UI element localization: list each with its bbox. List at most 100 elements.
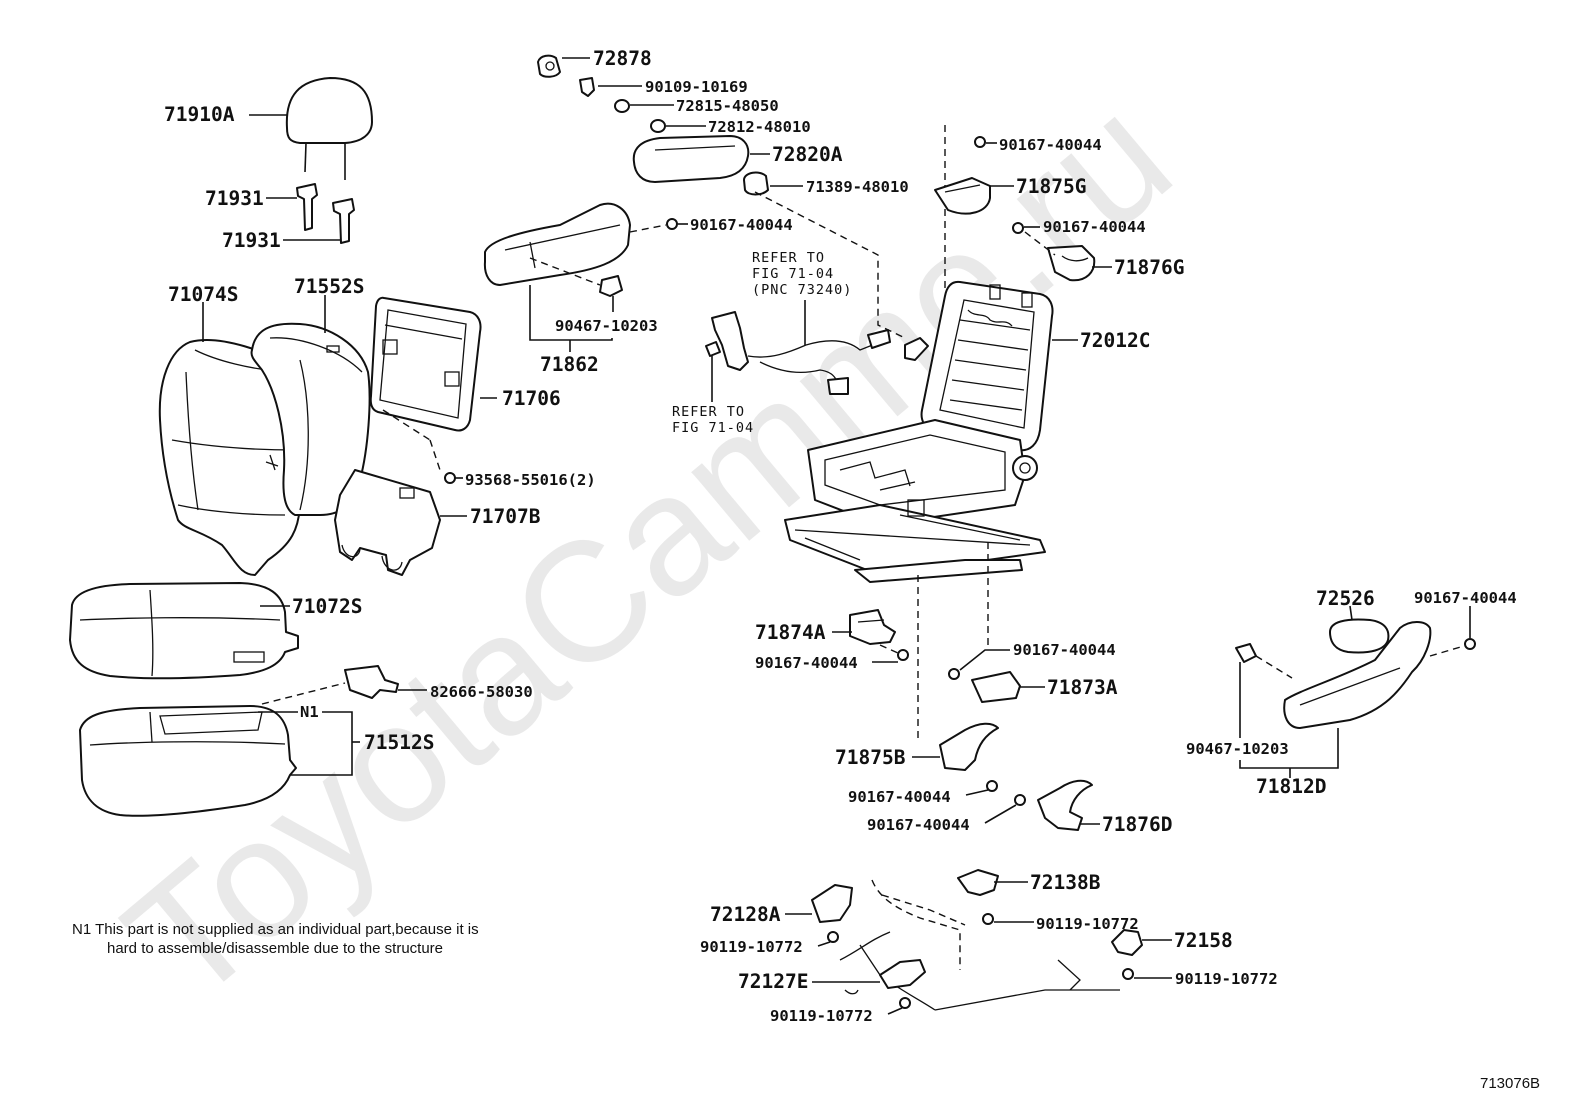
label-90119-10772-72158: 90119-10772	[1175, 970, 1278, 988]
ref-fig-71-04-text-3: (PNC 73240)	[752, 282, 852, 298]
screw-90119-a-drawing	[827, 931, 839, 943]
ref-fig-71-04-text-2: FIG 71-04	[752, 266, 834, 282]
label-71931-lower: 71931	[222, 229, 281, 252]
label-90167-40044-71876d: 90167-40044	[867, 816, 970, 834]
hinge-cover-71876d-drawing	[1037, 779, 1093, 831]
connector-82666-drawing	[344, 665, 399, 699]
label-71812d: 71812D	[1256, 775, 1326, 798]
seatback-pad-drawing	[250, 322, 371, 516]
screw-90167-h-drawing	[1014, 794, 1026, 806]
trim-71874a-drawing	[849, 609, 896, 645]
washer-72815-drawing	[614, 99, 630, 113]
trim-72138b-drawing	[957, 869, 999, 896]
label-90467-10203-armrest: 90467-10203	[1186, 740, 1289, 758]
trim-72127e-drawing	[844, 959, 926, 995]
label-90119-10772-72138b: 90119-10772	[1036, 915, 1139, 933]
label-71876d: 71876D	[1102, 813, 1172, 836]
armrest-pad-72526-drawing	[1329, 618, 1390, 654]
clip-90467-b-drawing	[1235, 643, 1257, 663]
label-93568-55016: 93568-55016(2)	[465, 471, 596, 489]
bushing-71389-drawing	[743, 171, 769, 196]
label-72012c: 72012C	[1080, 329, 1150, 352]
label-90119-10772-72127e: 90119-10772	[770, 1007, 873, 1025]
trim-71873a-drawing	[971, 671, 1021, 703]
label-71873a: 71873A	[1047, 676, 1118, 699]
label-90167-40044-cover: 90167-40044	[690, 216, 793, 234]
seat-cushion-cover-drawing	[69, 582, 299, 680]
label-90167-40044-top: 90167-40044	[999, 136, 1102, 154]
armrest-72820a-drawing	[632, 135, 750, 183]
label-71072s: 71072S	[292, 595, 362, 618]
label-71706: 71706	[502, 387, 561, 410]
hinge-cover-71876g-drawing	[1047, 245, 1096, 282]
label-90467-10203-upper: 90467-10203	[555, 317, 658, 335]
label-72128a: 72128A	[710, 903, 781, 926]
label-72138b: 72138B	[1030, 871, 1101, 894]
figure-id: 713076B	[1480, 1075, 1540, 1092]
screw-90167-g-drawing	[986, 780, 998, 792]
screw-90119-c-drawing	[899, 997, 911, 1009]
label-90167-40044-71875b: 90167-40044	[848, 788, 951, 806]
bolt-90109-drawing	[579, 77, 595, 97]
seatbelt-buckle-drawing	[705, 311, 891, 395]
label-90167-40044-71874a: 90167-40044	[755, 654, 858, 672]
ref-fig-71-04-text-5: FIG 71-04	[672, 420, 754, 436]
label-72878: 72878	[593, 47, 652, 70]
seatback-cover-drawing	[158, 339, 310, 576]
label-72526: 72526	[1316, 587, 1375, 610]
knob-72878-drawing	[537, 54, 561, 78]
screw-90119-d-drawing	[1122, 968, 1134, 980]
label-90119-10772-72128a: 90119-10772	[700, 938, 803, 956]
footnote-line-1: N1 This part is not supplied as an indiv…	[72, 921, 479, 938]
label-71552s: 71552S	[294, 275, 364, 298]
screw-90167-f-drawing	[948, 668, 960, 680]
screw-90167-a-drawing	[666, 218, 678, 230]
label-90167-40044-armrest: 90167-40044	[1414, 589, 1517, 607]
label-71875b: 71875B	[835, 746, 906, 769]
seat-frame-drawing	[784, 280, 1054, 583]
label-71512s: 71512S	[364, 731, 434, 754]
label-71874a: 71874A	[755, 621, 826, 644]
hinge-cover-71875b-drawing	[939, 722, 999, 771]
label-71931-upper: 71931	[205, 187, 264, 210]
label-72158: 72158	[1174, 929, 1233, 952]
headrest-guide-drawing	[296, 183, 355, 244]
label-n1: N1	[300, 703, 319, 721]
label-90167-40044-71873a: 90167-40044	[1013, 641, 1116, 659]
label-82666-58030: 82666-58030	[430, 683, 533, 701]
seatback-bracket-drawing	[334, 469, 441, 576]
label-71074s: 71074S	[168, 283, 238, 306]
label-71875g: 71875G	[1016, 175, 1086, 198]
seatback-board-drawing	[369, 296, 482, 432]
trim-72128a-drawing	[811, 884, 853, 923]
label-71876g: 71876G	[1114, 256, 1184, 279]
nut-72812-drawing	[650, 119, 666, 133]
label-90167-40044-mid: 90167-40044	[1043, 218, 1146, 236]
floor-panel-drawing	[839, 879, 1120, 1011]
screw-90119-b-drawing	[982, 913, 994, 925]
footnote-line-2: hard to assemble/disassemble due to the …	[107, 940, 443, 957]
screw-90167-c-drawing	[1012, 222, 1024, 234]
screw-90167-d-drawing	[1464, 638, 1476, 650]
label-71389-48010: 71389-48010	[806, 178, 909, 196]
trim-72158-drawing	[1111, 929, 1143, 956]
screw-93568-drawing	[444, 472, 463, 484]
headrest-drawing	[285, 77, 373, 180]
label-90109-10169: 90109-10169	[645, 78, 748, 96]
seat-cushion-pad-drawing	[79, 705, 297, 817]
armrest-71812d-drawing	[1283, 621, 1432, 729]
label-71707b: 71707B	[470, 505, 541, 528]
label-72812-48010: 72812-48010	[708, 118, 811, 136]
clip-90467-drawing	[599, 275, 623, 297]
label-72820a: 72820A	[772, 143, 843, 166]
label-72127e: 72127E	[738, 970, 808, 993]
label-71862: 71862	[540, 353, 599, 376]
ref-fig-71-04-text-1: REFER TO	[752, 250, 825, 266]
ref-fig-71-04-text-4: REFER TO	[672, 404, 745, 420]
screw-90167-e-drawing	[897, 649, 909, 661]
label-72815-48050: 72815-48050	[676, 97, 779, 115]
screw-90167-top-drawing	[974, 136, 986, 148]
recliner-cover-71862-drawing	[483, 202, 631, 286]
hinge-cover-71875g-drawing	[934, 177, 991, 215]
